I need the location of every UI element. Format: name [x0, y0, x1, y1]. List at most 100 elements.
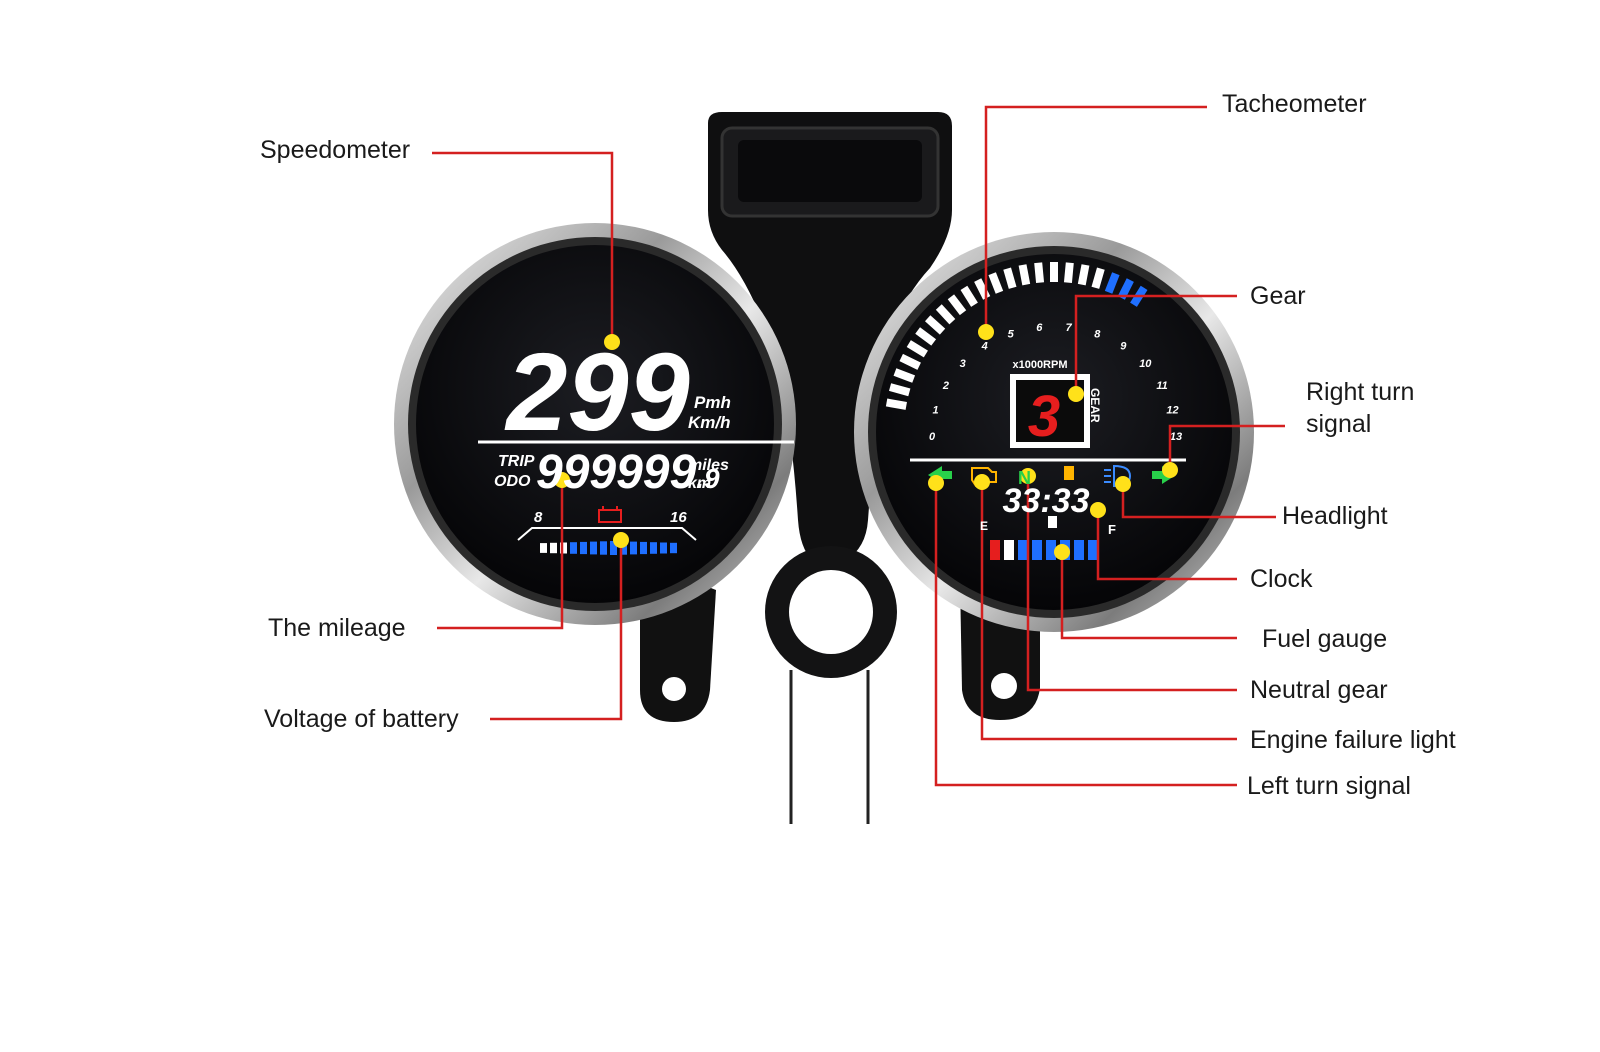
volt-segment — [620, 541, 627, 555]
marker-gear — [1068, 386, 1084, 402]
rpm-tick-label: 2 — [942, 380, 949, 392]
rpm-segment — [893, 368, 916, 383]
rpm-segment — [1063, 262, 1074, 284]
rpm-segment — [915, 327, 937, 346]
rpm-segment — [899, 353, 921, 370]
volt-segment — [660, 542, 667, 554]
rpm-segment — [924, 315, 946, 335]
leader-neutral — [1026, 476, 1237, 692]
leader-mileage — [437, 480, 564, 630]
marker-right-turn — [1162, 462, 1178, 478]
callout-right-turn: Right turn signal — [1306, 378, 1415, 438]
rpm-segment — [1104, 272, 1120, 294]
rpm-tick-label: 12 — [1166, 405, 1178, 417]
battery-icon — [598, 506, 622, 523]
speedometer-gauge — [394, 223, 796, 625]
battery-voltage-bar — [540, 541, 677, 555]
callout-fuel: Fuel gauge — [1262, 625, 1388, 653]
fuel-segment — [1074, 540, 1084, 560]
rpm-tick-label: 8 — [1094, 328, 1101, 340]
rpm-segment — [906, 340, 928, 358]
marker-mileage — [554, 472, 570, 488]
fuel-segment — [1088, 540, 1098, 560]
callout-tacheometer: Tacheometer — [1222, 90, 1367, 118]
cables — [789, 670, 870, 824]
callout-left-turn: Left turn signal — [1247, 772, 1411, 800]
fuel-pump-icon — [1064, 466, 1074, 480]
rpm-segment — [1077, 264, 1090, 286]
volt-segment — [570, 542, 577, 554]
marker-battery — [613, 532, 629, 548]
mounting-bracket — [640, 112, 1040, 722]
odo-label: ODO — [494, 473, 531, 490]
marker-neutral — [1020, 468, 1036, 484]
volt-segment — [610, 541, 617, 555]
marker-headlight — [1115, 476, 1131, 492]
volt-segment — [560, 542, 567, 554]
rpm-segment — [935, 304, 956, 325]
callout-engine: Engine failure light — [1250, 726, 1456, 754]
rpm-segment — [1018, 264, 1031, 286]
volt-segment — [650, 542, 657, 554]
speed-unit-bottom: Km/h — [688, 413, 731, 432]
fuel-segment — [990, 540, 1000, 560]
speed-readout: 299 — [504, 331, 690, 454]
volt-segment — [550, 542, 557, 554]
rpm-tick-label: 5 — [1008, 328, 1015, 340]
callout-gear: Gear — [1250, 282, 1306, 310]
odometer-readout: 999999.9 — [536, 446, 720, 499]
callout-neutral: Neutral gear — [1250, 676, 1388, 704]
marker-speedometer — [604, 334, 620, 350]
rpm-tick-label: 13 — [1170, 431, 1182, 443]
leader-fuel — [1060, 552, 1237, 640]
gear-digit: 3 — [1028, 384, 1060, 449]
rpm-segment — [1091, 267, 1105, 289]
left-turn-arrow-icon — [928, 466, 952, 484]
leader-battery — [490, 540, 623, 721]
leader-gear — [1074, 294, 1237, 394]
rpm-segment-bar — [885, 262, 1148, 410]
marker-tacheometer — [978, 324, 994, 340]
leader-right-turn — [1168, 424, 1285, 470]
rpm-segment — [885, 398, 907, 410]
marker-fuel — [1054, 544, 1070, 560]
callout-battery: Voltage of battery — [264, 705, 459, 733]
neutral-indicator: N — [1018, 468, 1031, 488]
leader-clock — [1096, 510, 1237, 581]
gear-word: GEAR — [1088, 388, 1102, 423]
volt-segment — [580, 541, 587, 555]
fuel-segment — [1032, 540, 1042, 560]
rpm-tick-label: 7 — [1066, 322, 1073, 334]
rpm-segment — [960, 285, 978, 307]
leader-tacheometer — [984, 105, 1207, 332]
rpm-tick-label: 6 — [1036, 322, 1043, 334]
volt-segment — [670, 542, 677, 554]
rpm-unit-label: x1000RPM — [1012, 359, 1067, 371]
rpm-segment — [1003, 267, 1017, 289]
callout-headlight: Headlight — [1282, 502, 1388, 530]
fuel-segment — [1046, 540, 1056, 560]
volt-segment — [540, 543, 547, 553]
rpm-segment — [947, 294, 967, 316]
rpm-tick-label: 4 — [981, 341, 988, 353]
rpm-tick-label: 3 — [960, 358, 966, 370]
fuel-full-label: F — [1108, 522, 1116, 537]
leader-left-turn — [934, 483, 1237, 787]
rpm-tick-label: 9 — [1120, 341, 1127, 353]
rpm-segment — [1034, 262, 1045, 284]
rpm-segment — [888, 383, 911, 397]
volt-segment — [590, 541, 597, 555]
distance-unit-top: miles — [688, 457, 729, 474]
leader-engine — [980, 482, 1237, 741]
trip-label: TRIP — [498, 453, 535, 470]
distance-unit-bottom: km — [688, 475, 711, 492]
leader-lines — [432, 105, 1285, 787]
rpm-tick-label: 10 — [1139, 358, 1152, 370]
rpm-tick-label: 11 — [1156, 380, 1167, 392]
volt-segment — [630, 541, 637, 555]
fuel-segment — [1018, 540, 1028, 560]
marker-engine — [974, 474, 990, 490]
